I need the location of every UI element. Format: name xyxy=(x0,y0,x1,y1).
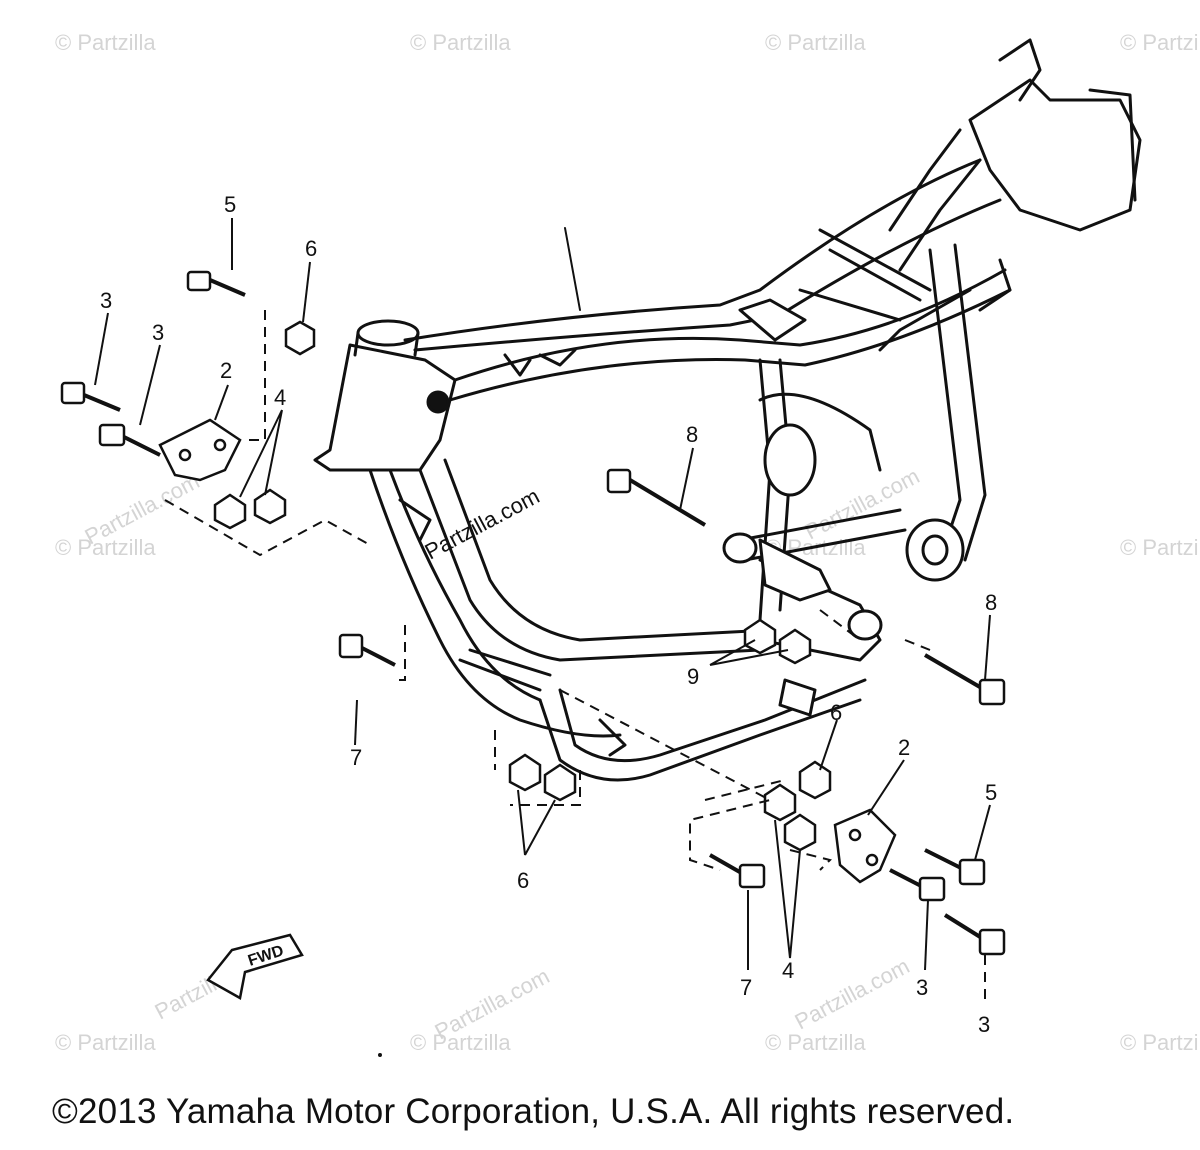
nut-6-left xyxy=(284,320,316,356)
callout-3: 3 xyxy=(152,320,164,345)
watermark-text: © Partzilla xyxy=(765,30,866,55)
watermark-text: Partzilla.com xyxy=(791,953,914,1034)
callout-4: 4 xyxy=(782,958,794,983)
bolt-7-bottom xyxy=(709,853,766,889)
bolt-3-b xyxy=(98,423,161,457)
watermark-text: © Partzilla xyxy=(1120,1030,1200,1055)
callout-5: 5 xyxy=(985,780,997,805)
bolt-8-right xyxy=(923,653,1006,706)
stray-dot xyxy=(378,1053,382,1057)
watermark-text: © Partzilla xyxy=(410,30,511,55)
watermark-text: © Partzilla xyxy=(55,1030,156,1055)
nut-4-bottom xyxy=(763,783,817,852)
bolt-8-top xyxy=(606,468,707,527)
bracket-2-right xyxy=(833,808,897,884)
watermark-text: © Partzilla xyxy=(410,1030,511,1055)
callout-7: 7 xyxy=(740,975,752,1000)
bracket-2-left xyxy=(158,418,242,482)
callout-8: 8 xyxy=(686,422,698,447)
nut-6-bottom xyxy=(508,753,577,802)
callout-7: 7 xyxy=(350,745,362,770)
callout-4: 4 xyxy=(274,385,286,410)
nut-6-right xyxy=(798,760,832,800)
callout-3: 3 xyxy=(100,288,112,313)
hardware-parts xyxy=(60,270,1006,956)
bolt-7-left xyxy=(338,633,396,667)
assembly-dashed-lines xyxy=(164,310,986,1000)
callout-6: 6 xyxy=(517,868,529,893)
forward-arrow-icon: FWD xyxy=(206,933,304,1000)
watermark-text: © Partzilla xyxy=(1120,30,1200,55)
bolt-5-left xyxy=(186,270,246,297)
bolt-3-c xyxy=(889,868,946,902)
callout-3: 3 xyxy=(978,1012,990,1037)
watermark-text: © Partzilla xyxy=(55,535,156,560)
copyright-notice: ©2013 Yamaha Motor Corporation, U.S.A. A… xyxy=(52,1092,1015,1131)
callout-6: 6 xyxy=(305,236,317,261)
frame-assembly xyxy=(313,38,1142,782)
callout-2: 2 xyxy=(898,735,910,760)
watermark-text: Partzilla.com xyxy=(801,463,924,544)
bolt-3-a xyxy=(60,381,121,412)
bolt-5-right xyxy=(924,848,986,886)
watermark-text: © Partzilla xyxy=(55,30,156,55)
callout-numbers: 5 6 3 3 2 4 8 8 9 7 6 6 2 5 7 4 3 3 xyxy=(100,192,997,1037)
callout-5: 5 xyxy=(224,192,236,217)
callout-2: 2 xyxy=(220,358,232,383)
bolt-3-d xyxy=(943,913,1006,956)
callout-8: 8 xyxy=(985,590,997,615)
watermark-text: Partzilla.com xyxy=(421,483,544,564)
watermark-text: © Partzilla xyxy=(1120,535,1200,560)
callout-leaders xyxy=(94,218,991,971)
watermark-text: © Partzilla xyxy=(765,1030,866,1055)
callout-6: 6 xyxy=(830,700,842,725)
callout-3: 3 xyxy=(916,975,928,1000)
callout-9: 9 xyxy=(687,664,699,689)
nut-4-left xyxy=(213,488,287,530)
